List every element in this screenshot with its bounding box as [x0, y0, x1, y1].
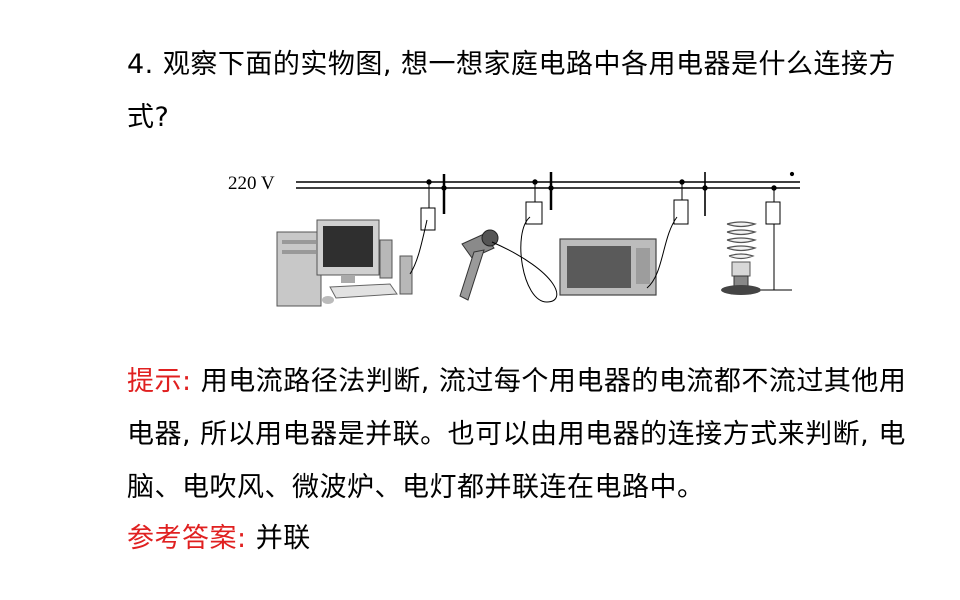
question-text: 4. 观察下面的实物图, 想一想家庭电路中各用电器是什么连接方式?	[127, 49, 897, 133]
hint-text: 用电流路径法判断, 流过每个用电器的电流都不流过其他用电器, 所以用电器是并联。…	[127, 366, 907, 503]
main-wires	[296, 181, 800, 189]
hint-paragraph: 提示: 用电流路径法判断, 流过每个用电器的电流都不流过其他用电器, 所以用电器…	[127, 355, 927, 514]
hint-label: 提示:	[127, 366, 192, 397]
hair-dryer-icon	[459, 229, 499, 301]
microwave-icon	[559, 238, 657, 296]
answer-label: 参考答案:	[127, 523, 247, 554]
cfl-bulb-icon	[721, 221, 761, 295]
wiring	[409, 171, 795, 303]
computer-icon	[276, 219, 413, 307]
voltage-label: 220 V	[228, 173, 275, 194]
answer-paragraph: 参考答案: 并联	[127, 512, 927, 565]
answer-text: 并联	[246, 523, 311, 554]
circuit-figure: 220 V	[228, 171, 800, 307]
